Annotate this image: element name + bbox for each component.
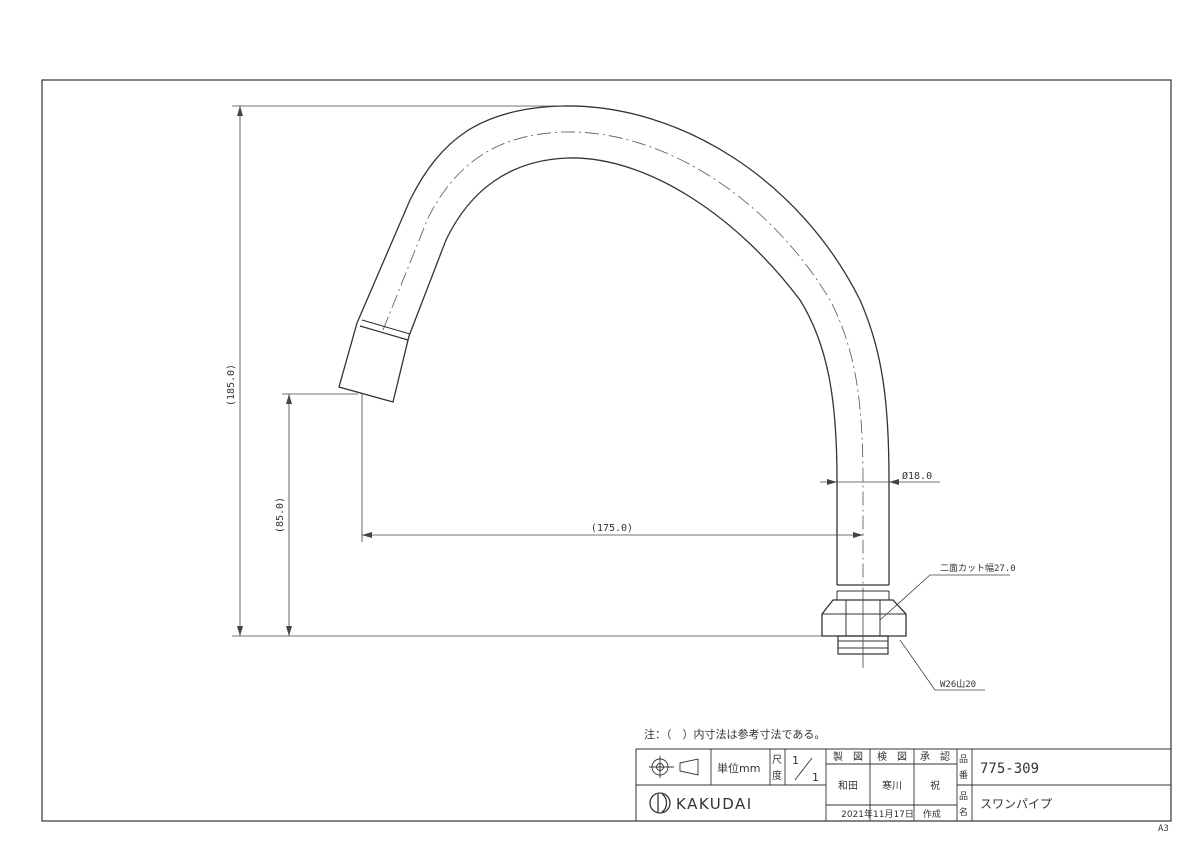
unit-label: 単位mm [717, 761, 760, 775]
scale-denominator: 1 [812, 771, 819, 784]
header-approver: 承 認 [920, 750, 950, 763]
part-number: 775-309 [980, 761, 1039, 777]
name-checker: 寒川 [882, 779, 902, 792]
scale-label-bottom: 度 [772, 769, 782, 782]
part-name: スワンパイプ [980, 797, 1052, 811]
swan-pipe-outline [338, 105, 907, 655]
reference-dimension-note: 注：（ ）内寸法は参考寸法である。 [644, 727, 825, 741]
overall-height-dimension: (185.0) [226, 364, 237, 406]
company-name: KAKUDAI [676, 795, 753, 813]
name-drafter: 和田 [838, 780, 858, 792]
outlet-height-dimension: (85.0) [275, 497, 286, 533]
part-no-label-top: 品 [959, 754, 968, 765]
name-approver: 祝 [930, 779, 940, 792]
title-block [635, 748, 1172, 822]
thread-spec-label: W26山20 [940, 679, 976, 690]
flat-cut-width-label: 二面カット幅27.0 [940, 562, 1016, 574]
dimension-lines [232, 105, 1010, 691]
header-drafter: 製 図 [833, 750, 863, 763]
pipe-diameter-dimension: Ø18.0 [902, 470, 932, 482]
sheet-size-label: A3 [1158, 824, 1169, 834]
third-angle-projection-icon [649, 756, 699, 778]
part-name-label-bottom: 名 [959, 806, 968, 818]
kakudai-logo-icon [649, 792, 671, 814]
drawing-frame [41, 79, 1172, 822]
part-no-label-bottom: 番 [959, 769, 968, 781]
scale-numerator: 1 [792, 754, 799, 767]
projection-dimension: (175.0) [591, 523, 633, 534]
scale-label-top: 尺 [772, 754, 782, 766]
header-checker: 検 図 [877, 750, 907, 763]
creation-date: 2021年11月17日 作成 [841, 808, 941, 820]
part-name-label-top: 品 [959, 791, 968, 802]
